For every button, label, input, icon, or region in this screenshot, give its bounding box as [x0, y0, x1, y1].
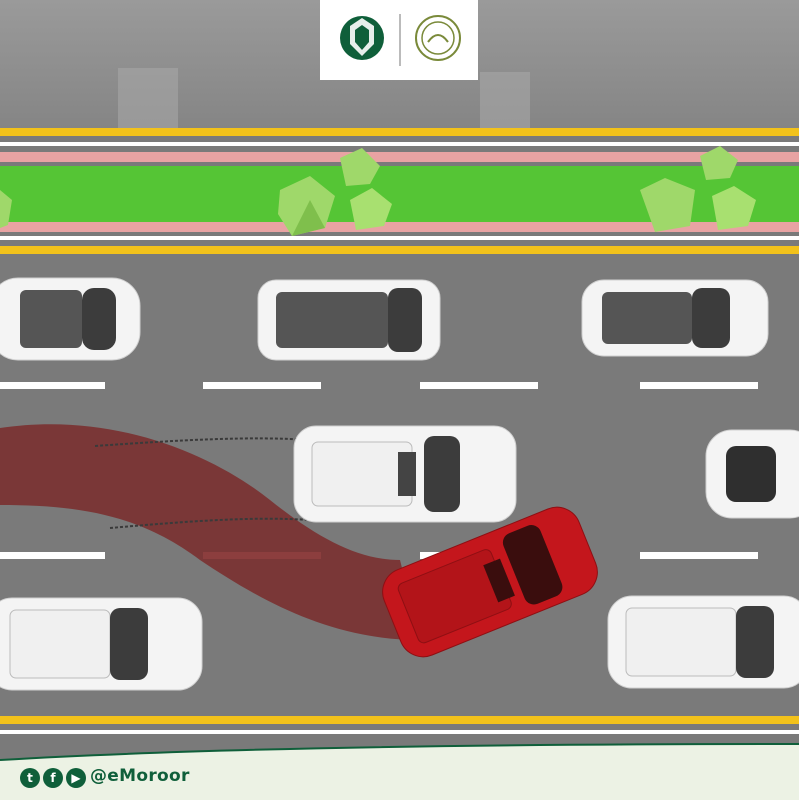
social-handle[interactable]: @eMoroor	[90, 766, 190, 786]
white-line	[0, 236, 799, 240]
twitter-icon[interactable]: t	[20, 768, 40, 788]
curb-stripe	[0, 222, 799, 232]
logo-card	[320, 0, 478, 80]
building-silhouette	[480, 72, 530, 128]
building-silhouette	[118, 68, 178, 128]
curb-stripe	[0, 152, 799, 162]
white-line	[0, 730, 799, 734]
youtube-icon[interactable]: ▶	[66, 768, 86, 788]
yellow-line	[0, 246, 799, 254]
red-car	[382, 506, 598, 658]
white-line	[0, 142, 799, 146]
yellow-line	[0, 716, 799, 724]
interior-emblem-icon	[415, 15, 461, 61]
bushes	[0, 146, 756, 236]
facebook-icon[interactable]: f	[43, 768, 63, 788]
footer-banner	[0, 744, 799, 800]
white-suv	[293, 425, 517, 523]
white-car	[0, 597, 203, 691]
skid-trail	[0, 424, 420, 640]
white-car	[607, 595, 799, 689]
white-car	[581, 279, 769, 357]
tire-marks	[94, 437, 311, 529]
white-car	[0, 277, 141, 361]
white-van	[257, 279, 441, 361]
emblems	[340, 14, 461, 66]
white-car	[705, 429, 799, 519]
yellow-line	[0, 128, 799, 136]
traffic-emblem-icon	[340, 16, 384, 60]
